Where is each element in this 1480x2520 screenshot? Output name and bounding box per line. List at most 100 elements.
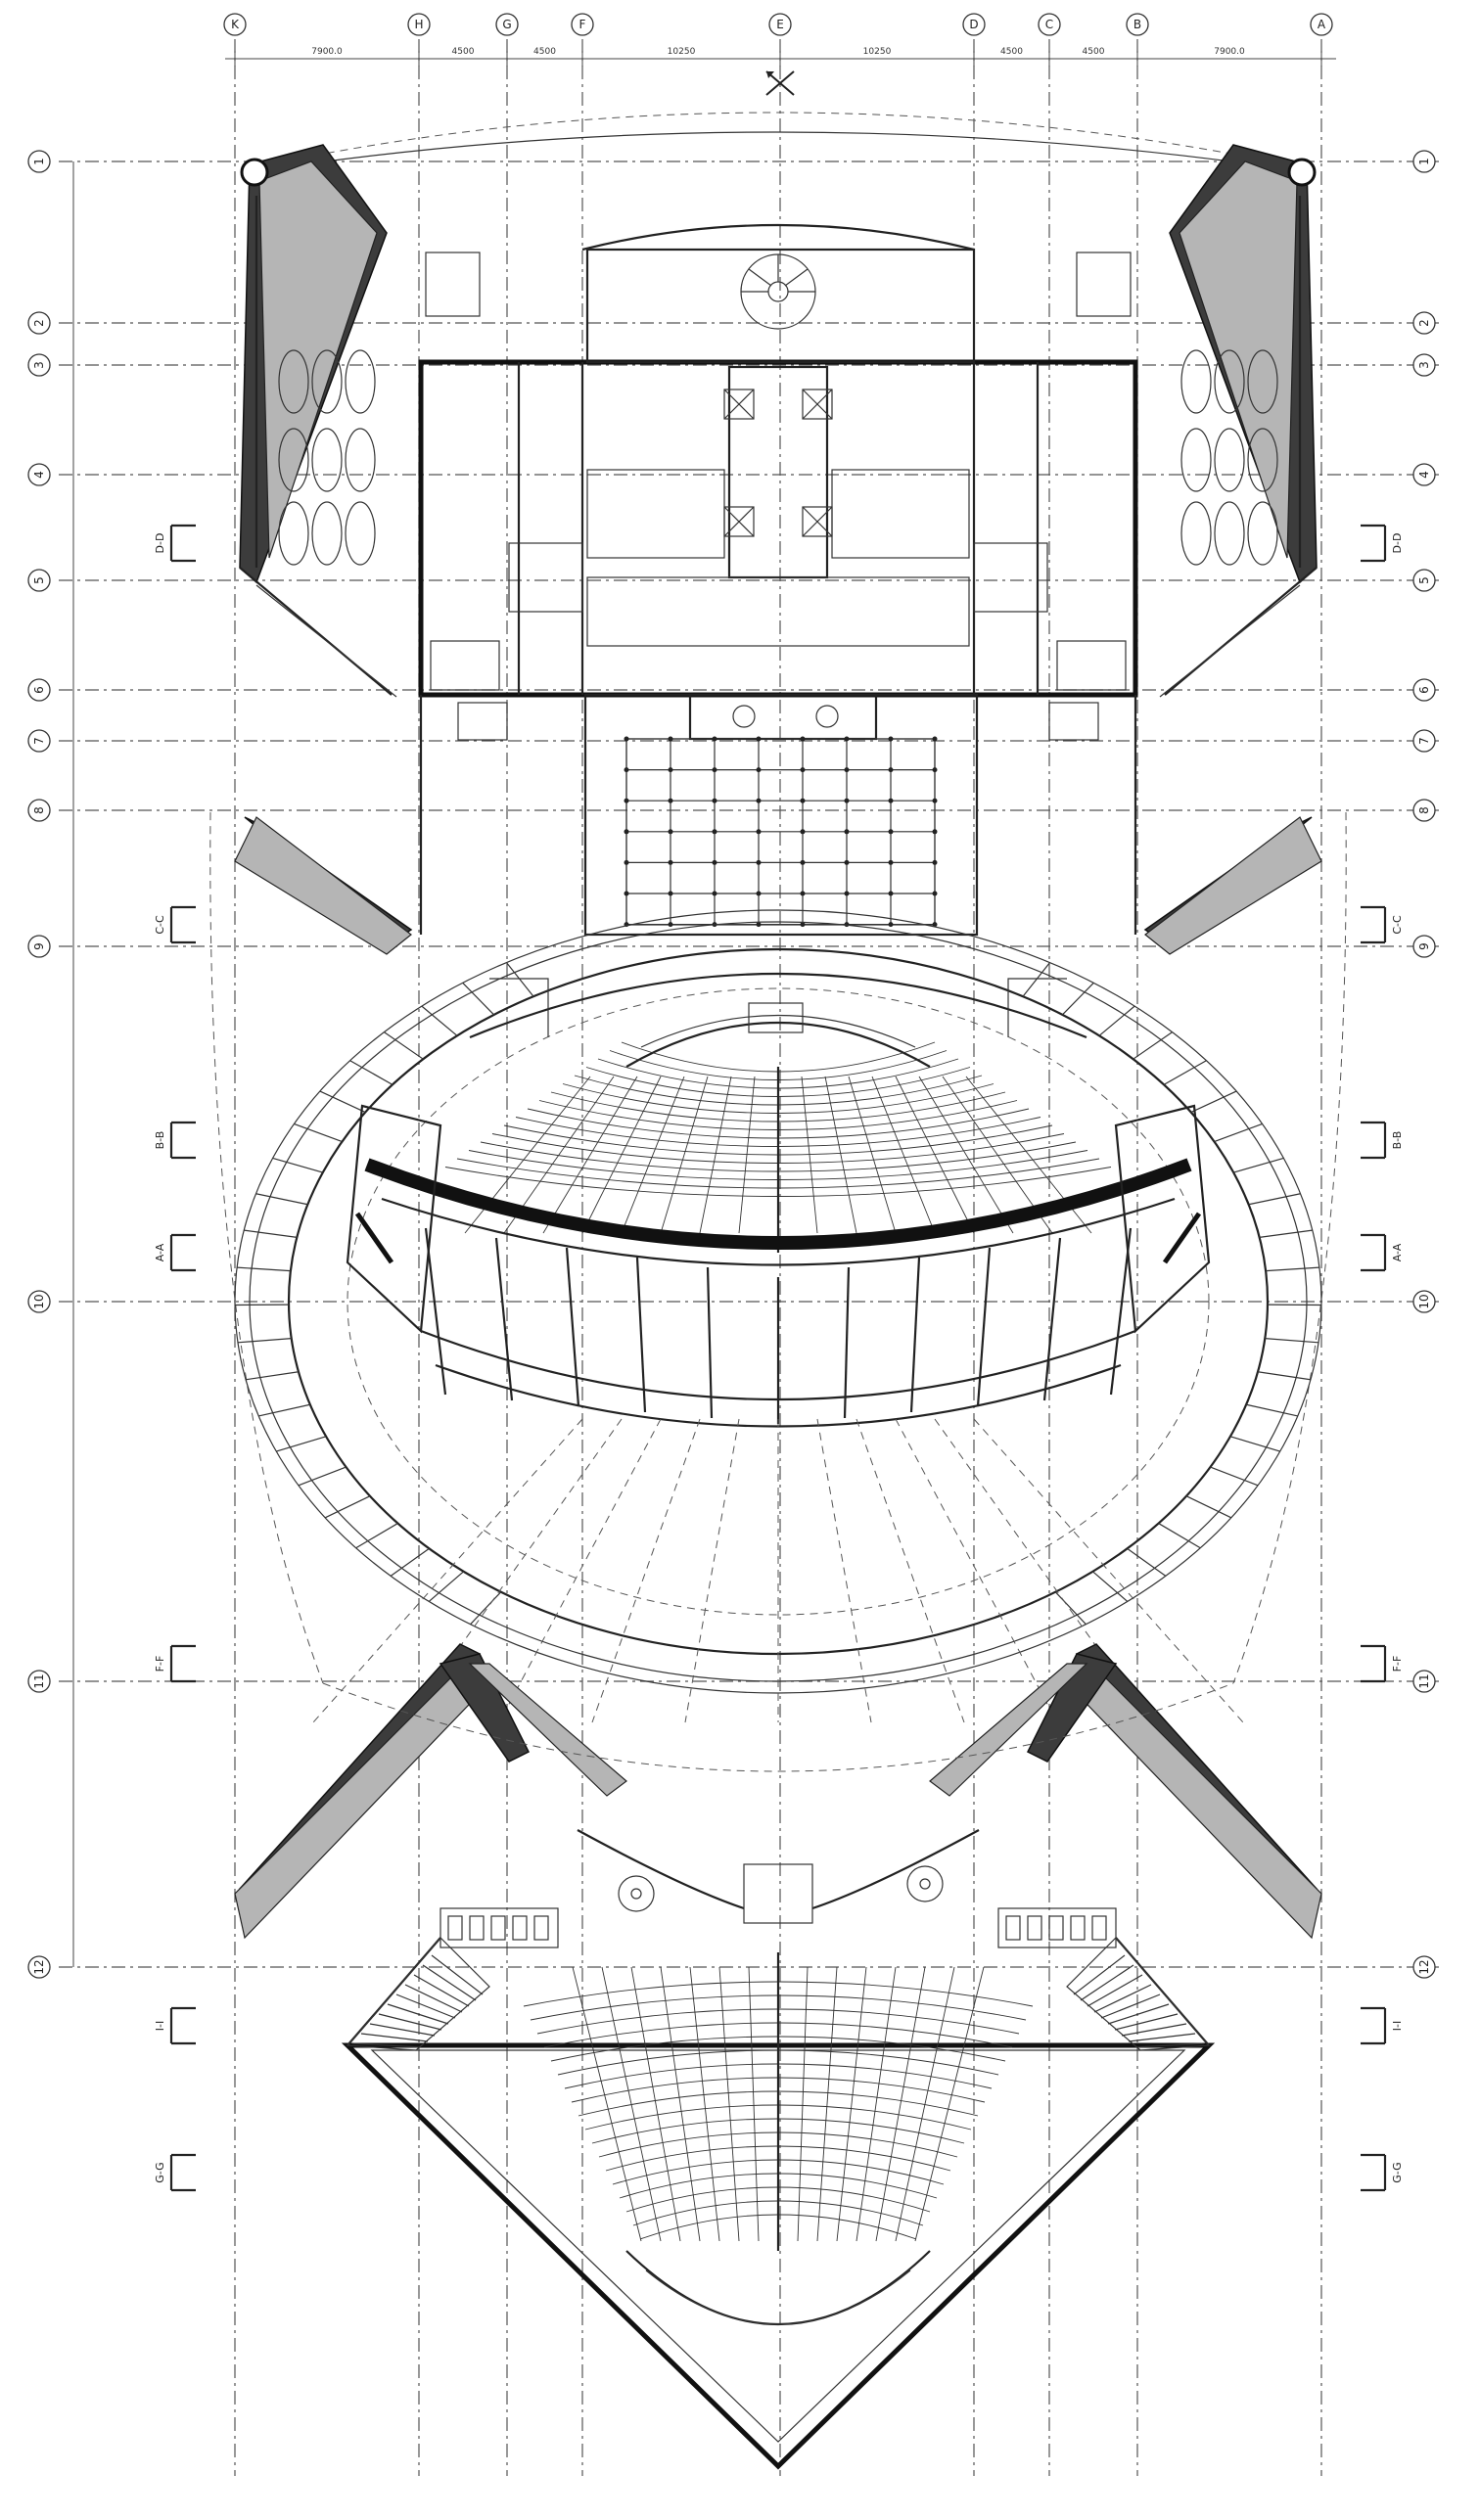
- section-marker: C-C: [1361, 905, 1404, 944]
- row-axis-label: 7: [32, 737, 46, 745]
- section-label: D-D: [1391, 533, 1404, 554]
- column-axis-bubble: G: [495, 13, 519, 36]
- spiral-stair-icon: [740, 253, 816, 330]
- section-marker: A-A: [154, 1233, 196, 1272]
- column-axis-bubble: E: [768, 13, 792, 36]
- column-axis-label: E: [776, 18, 784, 31]
- column-axis-bubble: F: [571, 13, 594, 36]
- row-axis-label: 9: [1417, 942, 1431, 950]
- section-label: I-I: [154, 2021, 166, 2031]
- row-axis-label: 2: [1417, 319, 1431, 327]
- column-axis-label: K: [231, 18, 240, 31]
- row-axis-label: 12: [32, 1959, 46, 1974]
- dimension-label: 10250: [668, 47, 696, 57]
- row-axis-label: 11: [32, 1673, 46, 1688]
- row-axis-bubble: 5: [27, 569, 51, 592]
- row-axis-label: 5: [1417, 576, 1431, 584]
- row-axis-bubble: 10: [1412, 1290, 1436, 1313]
- section-label: B-B: [1391, 1131, 1404, 1150]
- section-marker: B-B: [1361, 1121, 1404, 1160]
- row-axis-bubble: 1: [1412, 150, 1436, 173]
- section-marker: G-G: [1361, 2153, 1404, 2192]
- section-label: F-F: [1391, 1656, 1404, 1672]
- dimension-label: 7900.0: [1214, 47, 1245, 57]
- dimension-label: 4500: [452, 47, 475, 57]
- row-axis-label: 7: [1417, 737, 1431, 745]
- row-axis-bubble: 7: [27, 729, 51, 753]
- row-axis-bubble: 12: [27, 1955, 51, 1979]
- row-axis-bubble: 2: [27, 311, 51, 335]
- upper-wing: [239, 112, 1318, 741]
- section-label: B-B: [154, 1131, 166, 1150]
- row-axis-bubble: 3: [1412, 353, 1436, 377]
- row-axis-label: 1: [32, 158, 46, 165]
- section-marker: I-I: [154, 2006, 196, 2045]
- row-axis-bubble: 3: [27, 353, 51, 377]
- column-axis-bubble: H: [407, 13, 431, 36]
- column-axis-label: H: [414, 18, 423, 31]
- section-label: D-D: [154, 533, 166, 554]
- section-marker: F-F: [1361, 1644, 1404, 1683]
- row-axis-label: 1: [1417, 158, 1431, 165]
- row-axis-bubble: 6: [27, 678, 51, 702]
- row-axis-label: 11: [1417, 1673, 1431, 1688]
- row-axis-bubble: 11: [1412, 1670, 1436, 1693]
- column-axis-bubble: A: [1310, 13, 1333, 36]
- column-axis-bubble: D: [962, 13, 986, 36]
- row-axis-bubble: 5: [1412, 569, 1436, 592]
- row-axis-label: 10: [1417, 1294, 1431, 1308]
- row-axis-label: 8: [1417, 806, 1431, 814]
- row-axis-label: 5: [32, 576, 46, 584]
- row-axis-bubble: 8: [1412, 799, 1436, 822]
- row-axis-bubble: 10: [27, 1290, 51, 1313]
- section-marker: D-D: [154, 524, 196, 563]
- column-axis-label: B: [1133, 18, 1141, 31]
- row-axis-bubble: 9: [27, 935, 51, 958]
- row-axis-label: 4: [1417, 471, 1431, 479]
- row-axis-bubble: 12: [1412, 1955, 1436, 1979]
- row-axis-label: 10: [32, 1294, 46, 1308]
- dimension-label: 7900.0: [311, 47, 343, 57]
- row-axis-bubble: 9: [1412, 935, 1436, 958]
- lower-auditorium: [234, 1643, 1322, 2470]
- section-marker: D-D: [1361, 524, 1404, 563]
- row-axis-label: 3: [1417, 361, 1431, 369]
- section-label: F-F: [154, 1656, 166, 1672]
- row-axis-label: 4: [32, 471, 46, 479]
- section-marker: C-C: [154, 905, 196, 944]
- section-label: C-C: [1391, 915, 1404, 935]
- section-label: G-G: [154, 2162, 166, 2182]
- dimension-label: 4500: [1083, 47, 1105, 57]
- dimension-label: 4500: [1000, 47, 1023, 57]
- column-axis-bubble: C: [1038, 13, 1061, 36]
- row-axis-bubble: 4: [1412, 463, 1436, 486]
- row-axis-label: 6: [32, 686, 46, 694]
- column-axis-bubble: B: [1126, 13, 1149, 36]
- row-axis-label: 8: [32, 806, 46, 814]
- row-axis-bubble: 6: [1412, 678, 1436, 702]
- section-marker: F-F: [154, 1644, 196, 1683]
- section-marker: G-G: [154, 2153, 196, 2192]
- column-axis-label: C: [1045, 18, 1053, 31]
- section-cut-markers: D-D D-D C-C C-C B-B B-B A-A A-A F-F F-F I-I I-I G-G G…: [154, 524, 1404, 2192]
- section-label: I-I: [1391, 2021, 1404, 2031]
- north-arrow-icon: [765, 70, 795, 96]
- section-marker: B-B: [154, 1121, 196, 1160]
- dimension-label: 10250: [863, 47, 892, 57]
- section-marker: A-A: [1361, 1233, 1404, 1272]
- section-label: G-G: [1391, 2162, 1404, 2182]
- row-axis-bubble: 8: [27, 799, 51, 822]
- column-axis-label: D: [969, 18, 978, 31]
- section-label: A-A: [154, 1243, 166, 1261]
- column-axis-label: F: [579, 18, 586, 31]
- foyer-grid: [419, 693, 1137, 937]
- row-axis-bubble: 7: [1412, 729, 1436, 753]
- row-axis-label: 12: [1417, 1959, 1431, 1974]
- section-marker: I-I: [1361, 2006, 1404, 2045]
- main-auditorium: [209, 811, 1347, 1723]
